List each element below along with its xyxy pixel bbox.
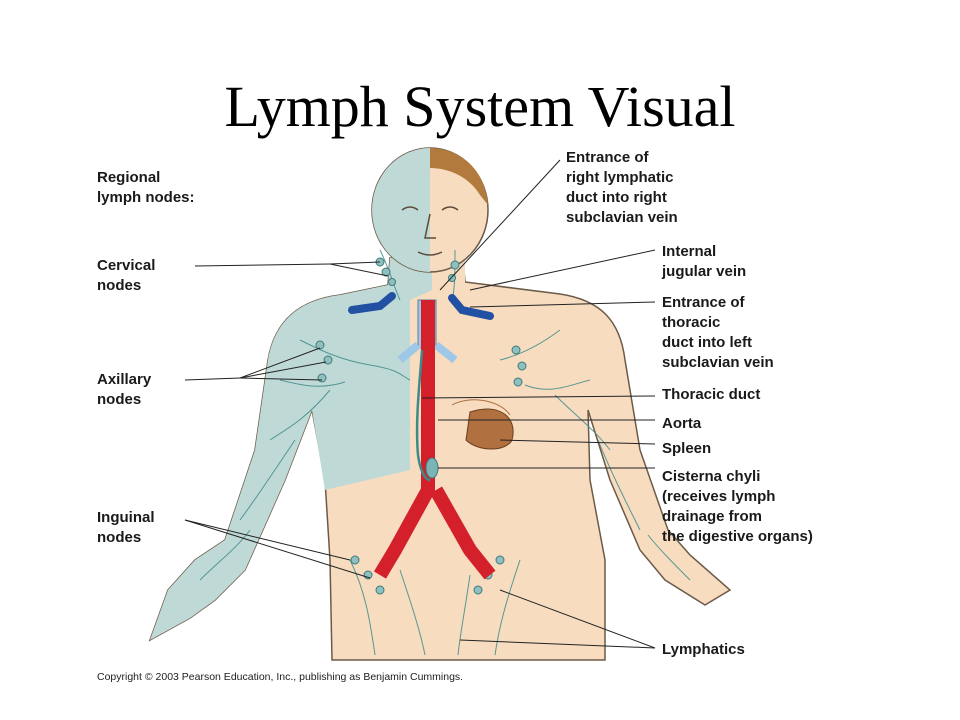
aorta bbox=[373, 300, 496, 580]
thoracic-duct bbox=[415, 349, 431, 482]
body-silhouette bbox=[148, 257, 732, 661]
label-right-lymphatic-duct-entrance: Entrance of right lymphatic duct into ri… bbox=[566, 149, 678, 226]
label-cisterna-chyli: Cisterna chyli (receives lymph drainage … bbox=[662, 468, 813, 545]
head-shaded bbox=[372, 148, 430, 272]
cisterna-chyli bbox=[425, 457, 439, 479]
label-inguinal-nodes: Inguinal nodes bbox=[97, 509, 155, 546]
label-internal-jugular-vein: Internal jugular vein bbox=[662, 243, 747, 280]
label-thoracic-duct: Thoracic duct bbox=[662, 386, 761, 403]
subclavian-veins bbox=[348, 292, 494, 320]
page-title: Lymph System Visual bbox=[224, 74, 736, 139]
leader-lines bbox=[184, 159, 656, 649]
label-spleen: Spleen bbox=[662, 440, 712, 457]
label-lymphatics: Lymphatics bbox=[662, 641, 745, 658]
right-drainage-region bbox=[150, 258, 432, 640]
hair bbox=[430, 148, 488, 205]
lymph-vessel-network bbox=[199, 249, 691, 656]
label-regional-lymph-nodes: Regional lymph nodes: bbox=[97, 169, 195, 206]
stomach-outline bbox=[451, 399, 511, 416]
copyright-notice: Copyright © 2003 Pearson Education, Inc.… bbox=[97, 671, 464, 683]
bronchi bbox=[397, 341, 458, 364]
lymph-nodes bbox=[315, 257, 527, 595]
label-axillary-nodes: Axillary nodes bbox=[97, 371, 152, 408]
label-aorta: Aorta bbox=[662, 415, 702, 432]
label-thoracic-duct-entrance: Entrance of thoracic duct into left subc… bbox=[662, 294, 774, 371]
face bbox=[401, 206, 459, 256]
label-cervical-nodes: Cervical nodes bbox=[97, 257, 156, 294]
spleen bbox=[465, 408, 514, 450]
